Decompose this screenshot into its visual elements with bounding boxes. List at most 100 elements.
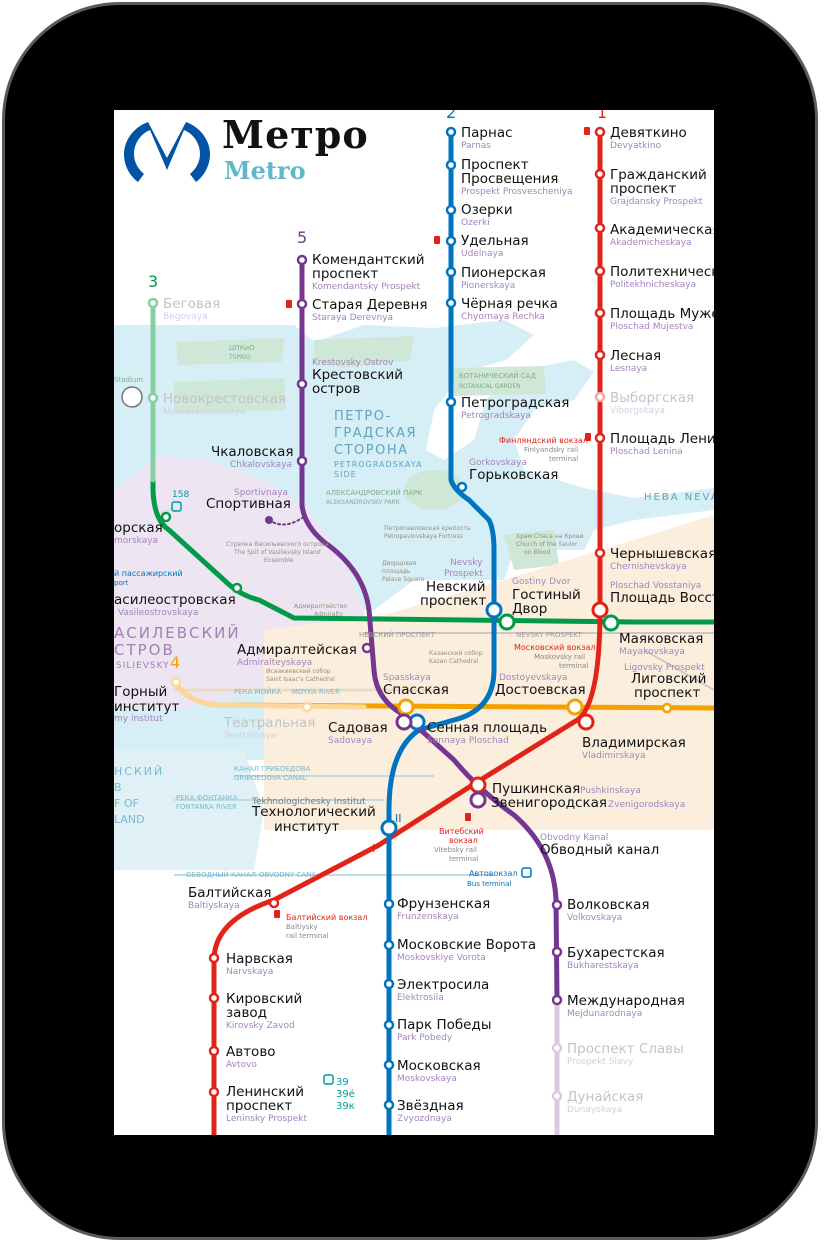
station-vosstaniya[interactable]: Площадь Восстания — [610, 590, 714, 606]
station-mayakovskaya[interactable]: Маяковская — [619, 631, 703, 647]
station-begovaya[interactable]: Беговая — [163, 296, 220, 312]
station-krestovsky[interactable]: остров — [312, 381, 360, 397]
station-dostoevskaya[interactable]: Достоевская — [495, 682, 586, 698]
terminal-label: Балтийский вокзал — [286, 913, 367, 922]
station-vyborgskaya[interactable]: Выборгская — [610, 390, 694, 406]
station-pionerskaya-en: Pionerskaya — [461, 281, 515, 291]
terminal-label: Московский вокзал — [514, 643, 596, 652]
station-moskovskaya[interactable]: Московская — [397, 1058, 481, 1074]
station-elektrosila[interactable]: Электросила — [397, 977, 489, 993]
station-devyatkino[interactable]: Девяткино — [610, 125, 687, 141]
district-label-en: SILIEVSKY — [116, 661, 170, 671]
station-kirovsky[interactable]: Кировский — [226, 991, 302, 1007]
station-staraya[interactable]: Старая Деревня — [312, 297, 427, 313]
station-komendantsky[interactable]: Комендантский — [312, 252, 425, 268]
station-udelnaya-en: Udelnaya — [461, 249, 503, 259]
district-label-en: PETROGRADSKAYA — [334, 460, 422, 469]
station-krestovsky[interactable]: Крестовский — [312, 367, 403, 383]
station-dunayskaya[interactable]: Дунайская — [567, 1089, 643, 1105]
station-gorny[interactable]: Горный — [114, 684, 167, 700]
station-grazhdansky[interactable]: проспект — [610, 181, 676, 197]
station-park-pobedy-en: Park Pobedy — [397, 1033, 453, 1043]
station-gostiny[interactable]: Двор — [512, 601, 547, 617]
station-gorny[interactable]: институт — [114, 699, 180, 715]
station-nevsky[interactable]: Невский — [426, 579, 486, 595]
station-petrogradskaya[interactable]: Петроградская — [461, 395, 569, 411]
train-icon — [584, 127, 590, 135]
terminal-label-en: Finlyandsky rail — [524, 446, 578, 454]
station-prosvescheniya[interactable]: Проспект — [461, 157, 529, 173]
station-polytekh[interactable]: Политехническая — [610, 264, 714, 280]
station-ligovsky[interactable]: проспект — [634, 685, 700, 701]
station-grazhdansky[interactable]: Гражданский — [610, 167, 707, 183]
station-sportivnaya[interactable]: Спортивная — [206, 496, 291, 512]
station-chkalovskaya[interactable]: Чкаловская — [211, 444, 294, 460]
station-volkovskaya[interactable]: Волковская — [567, 897, 650, 913]
station-leninsky[interactable]: Ленинский — [226, 1084, 304, 1100]
station-pushkinskaya[interactable]: Пушкинская — [492, 781, 580, 797]
line-1-number: 1 — [597, 110, 607, 122]
station-nevsky[interactable]: проспект — [420, 593, 486, 609]
station-park-pobedy[interactable]: Парк Победы — [397, 1017, 491, 1033]
station-pionerskaya[interactable]: Пионерская — [461, 265, 546, 281]
station-tech-inst[interactable]: Технологический — [251, 804, 376, 820]
station-kirovsky[interactable]: завод — [226, 1005, 267, 1021]
station-zvyozdnaya[interactable]: Звёздная — [397, 1098, 464, 1114]
metro-map-screen[interactable]: 1 2 3 4 5 I II ПЕТРО- ГРАДСКАЯ СТОРОНА P… — [114, 110, 714, 1135]
park-label-en: TSPKiO — [228, 354, 251, 361]
station-admiralteyskaya[interactable]: Адмиралтейская — [237, 642, 357, 658]
station-spasskaya[interactable]: Спасская — [383, 682, 449, 698]
station-vasileostrovskaya[interactable]: асилеостровская — [114, 592, 236, 608]
station-lenina[interactable]: Площадь Ленина — [610, 431, 714, 447]
station-tech-inst[interactable]: институт — [274, 819, 340, 835]
station-mezhdunarodnaya[interactable]: Международная — [567, 993, 685, 1009]
station-mosk-vorota-en: Moskovskiye Vorota — [397, 953, 486, 963]
station-ligovsky[interactable]: Лиговский — [631, 671, 706, 687]
station-ozerki[interactable]: Озерки — [461, 202, 513, 218]
station-sadovaya[interactable]: Садовая — [328, 720, 388, 736]
station-baltiyskaya[interactable]: Балтийская — [188, 885, 272, 901]
station-leninsky[interactable]: проспект — [226, 1098, 292, 1114]
station-chyornaya-en: Chyornaya Rechka — [461, 312, 545, 322]
station-bukharestskaya[interactable]: Бухарестская — [567, 945, 665, 961]
train-icon — [274, 910, 280, 918]
landmark-label-en: Palace Square — [382, 576, 425, 583]
station-muzhestva-en: Ploschad Mujestva — [610, 322, 693, 332]
district-label: ПЕТРО- — [334, 409, 392, 424]
station-narvskaya[interactable]: Нарвская — [226, 951, 293, 967]
station-chernyshevskaya[interactable]: Чернышевская — [610, 546, 714, 562]
station-mezhdunarodnaya-en: Mejdunarodnaya — [567, 1009, 642, 1019]
station-teatralnaya[interactable]: Театральная — [223, 715, 315, 731]
station-parnas[interactable]: Парнас — [461, 125, 513, 141]
park-label-en: ALEKSANDROVSKY PARK — [326, 499, 401, 506]
station-vladimirskaya[interactable]: Владимирская — [582, 735, 686, 751]
station-mosk-vorota[interactable]: Московские Ворота — [397, 937, 536, 953]
station-akademicheskaya[interactable]: Академическая — [610, 222, 714, 238]
station-udelnaya[interactable]: Удельная — [461, 233, 529, 249]
station-lesnaya[interactable]: Лесная — [610, 348, 661, 364]
station-komendantsky[interactable]: проспект — [312, 266, 378, 282]
station-prosvescheniya[interactable]: Просвещения — [461, 171, 558, 187]
station-novokrestovskaya[interactable]: Новокрестовская — [163, 391, 286, 407]
station-gostiny-en: Gostiny Dvor — [512, 577, 571, 587]
station-polytekh-en: Politekhnicheskaya — [610, 280, 696, 290]
metro-logo: Метро Metro — [124, 112, 374, 186]
logo-title-ru: Метро — [222, 112, 369, 157]
station-obvodny[interactable]: Обводный канал — [540, 842, 659, 858]
station-lesnaya-en: Lesnaya — [610, 364, 647, 374]
bus-route-label: 39к — [336, 1101, 355, 1112]
station-vasileostrovskaya-en: Vasileostrovskaya — [118, 608, 198, 618]
station-gorkovskaya[interactable]: Горьковская — [469, 467, 558, 483]
station-muzhestva[interactable]: Площадь Мужества — [610, 306, 714, 322]
station-frunzenskaya[interactable]: Фрунзенская — [397, 896, 490, 912]
station-slavy[interactable]: Проспект Славы — [567, 1041, 684, 1057]
station-sennaya[interactable]: Сенная площадь — [427, 720, 547, 736]
metro-map[interactable]: 1 2 3 4 5 I II ПЕТРО- ГРАДСКАЯ СТОРОНА P… — [114, 110, 714, 1135]
station-zvenigorodskaya[interactable]: Звенигородская — [491, 795, 607, 811]
station-gostiny[interactable]: Гостиный — [512, 587, 581, 603]
station-primorskaya[interactable]: орская — [114, 520, 163, 536]
stadium-label: Stadium — [114, 376, 143, 384]
bus-icon — [323, 1074, 334, 1085]
station-avtovo[interactable]: Автово — [226, 1044, 276, 1060]
station-chyornaya[interactable]: Чёрная речка — [461, 296, 558, 312]
